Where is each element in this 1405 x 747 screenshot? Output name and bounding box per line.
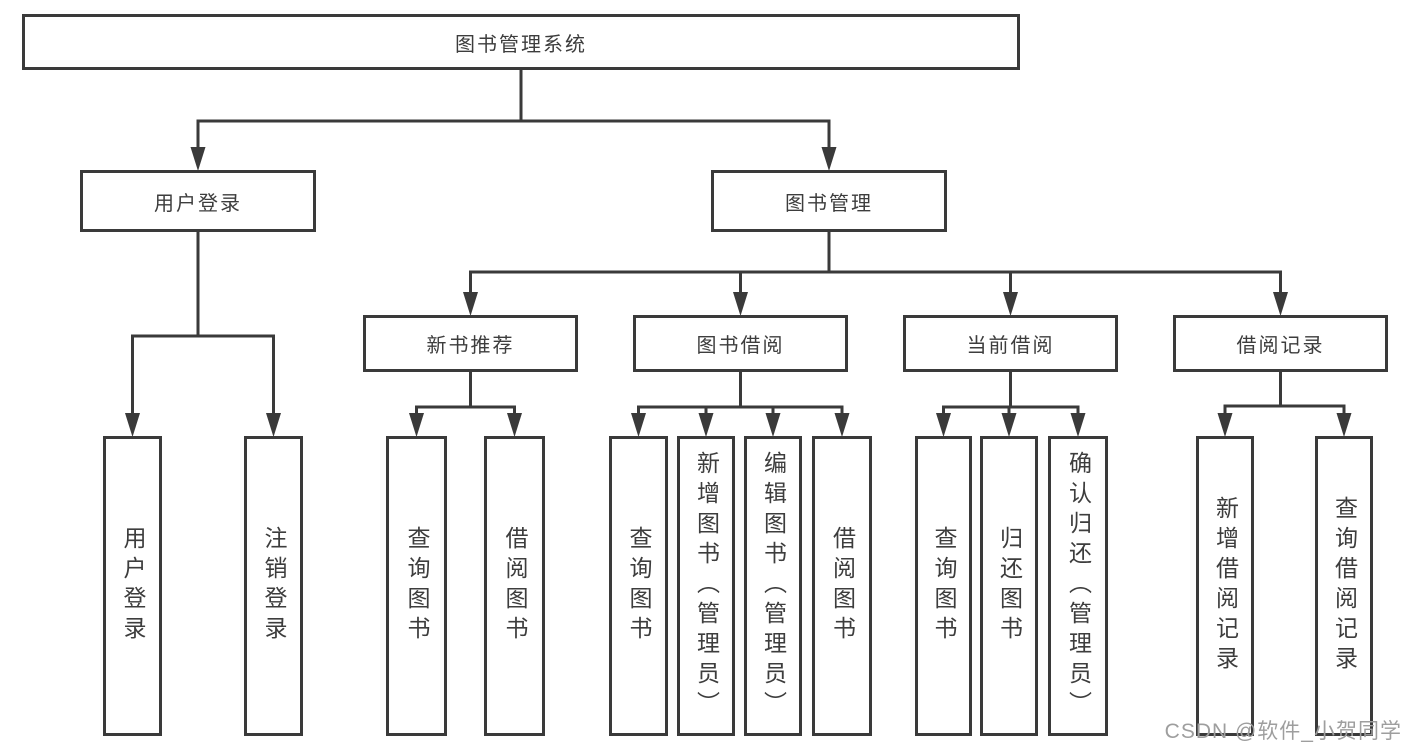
node-label-nb-query-books: 查询图书 bbox=[404, 526, 430, 646]
node-borrow-records: 借阅记录 bbox=[1173, 315, 1388, 372]
arrowhead-icon bbox=[936, 413, 951, 437]
arrowhead-icon bbox=[1336, 413, 1352, 437]
arrowhead-icon bbox=[1001, 413, 1017, 437]
node-label-br-add-record: 新增借阅记录 bbox=[1212, 496, 1239, 676]
node-book-borrow: 图书借阅 bbox=[633, 315, 848, 372]
node-label-bb-query-books: 查询图书 bbox=[626, 526, 652, 646]
node-label-current-borrow: 当前借阅 bbox=[966, 335, 1055, 357]
node-new-books: 新书推荐 bbox=[363, 315, 578, 372]
node-br-add-record: 新增借阅记录 bbox=[1196, 436, 1254, 736]
arrowhead-icon bbox=[698, 413, 714, 437]
node-cb-confirm-return: 确认归还（管理员） bbox=[1048, 436, 1108, 736]
arrowhead-icon bbox=[507, 413, 522, 437]
node-label-borrow-records: 借阅记录 bbox=[1236, 335, 1325, 357]
node-label-br-query-record: 查询借阅记录 bbox=[1331, 496, 1358, 676]
arrowhead-icon bbox=[1273, 292, 1288, 316]
node-root: 图书管理系统 bbox=[22, 14, 1020, 70]
node-cb-return-books: 归还图书 bbox=[980, 436, 1038, 736]
arrowhead-icon bbox=[733, 292, 748, 316]
node-leaf-user-login: 用户登录 bbox=[103, 436, 162, 736]
node-label-book-borrow: 图书借阅 bbox=[696, 335, 785, 357]
node-label-bb-borrow-books: 借阅图书 bbox=[829, 526, 856, 646]
arrowhead-icon bbox=[463, 292, 478, 316]
arrowhead-icon bbox=[821, 147, 837, 171]
node-label-root: 图书管理系统 bbox=[455, 33, 587, 56]
node-nb-borrow-books: 借阅图书 bbox=[484, 436, 545, 736]
node-label-book-mgmt: 图书管理 bbox=[785, 192, 873, 215]
node-label-cb-query-books: 查询图书 bbox=[931, 526, 957, 646]
node-br-query-record: 查询借阅记录 bbox=[1315, 436, 1373, 736]
node-current-borrow: 当前借阅 bbox=[903, 315, 1118, 372]
arrowhead-icon bbox=[834, 413, 850, 437]
node-label-cb-return-books: 归还图书 bbox=[996, 526, 1023, 646]
arrowhead-icon bbox=[190, 147, 206, 171]
node-label-leaf-logout: 注销登录 bbox=[261, 526, 287, 646]
node-label-new-books: 新书推荐 bbox=[426, 335, 515, 357]
node-label-leaf-user-login: 用户登录 bbox=[120, 526, 146, 646]
arrowhead-icon bbox=[409, 413, 424, 437]
arrowhead-icon bbox=[1217, 413, 1233, 437]
node-label-bb-add-books: 新增图书（管理员） bbox=[693, 451, 720, 721]
node-leaf-logout: 注销登录 bbox=[244, 436, 303, 736]
arrowhead-icon bbox=[765, 413, 781, 437]
arrowhead-icon bbox=[125, 413, 140, 437]
node-bb-add-books: 新增图书（管理员） bbox=[677, 436, 735, 736]
node-cb-query-books: 查询图书 bbox=[915, 436, 972, 736]
node-label-user-login: 用户登录 bbox=[154, 192, 242, 215]
node-bb-borrow-books: 借阅图书 bbox=[812, 436, 872, 736]
arrowhead-icon bbox=[1003, 292, 1018, 316]
arrowhead-icon bbox=[266, 413, 281, 437]
node-book-mgmt: 图书管理 bbox=[711, 170, 947, 232]
node-bb-query-books: 查询图书 bbox=[609, 436, 668, 736]
watermark: CSDN @软件_小贺同学 bbox=[1164, 720, 1402, 743]
node-label-bb-edit-books: 编辑图书（管理员） bbox=[760, 451, 787, 721]
arrowhead-icon bbox=[631, 413, 646, 437]
arrowhead-icon bbox=[1070, 413, 1086, 437]
node-label-cb-confirm-return: 确认归还（管理员） bbox=[1065, 451, 1092, 721]
node-nb-query-books: 查询图书 bbox=[386, 436, 447, 736]
node-bb-edit-books: 编辑图书（管理员） bbox=[744, 436, 802, 736]
node-user-login: 用户登录 bbox=[80, 170, 316, 232]
node-label-nb-borrow-books: 借阅图书 bbox=[502, 526, 528, 646]
